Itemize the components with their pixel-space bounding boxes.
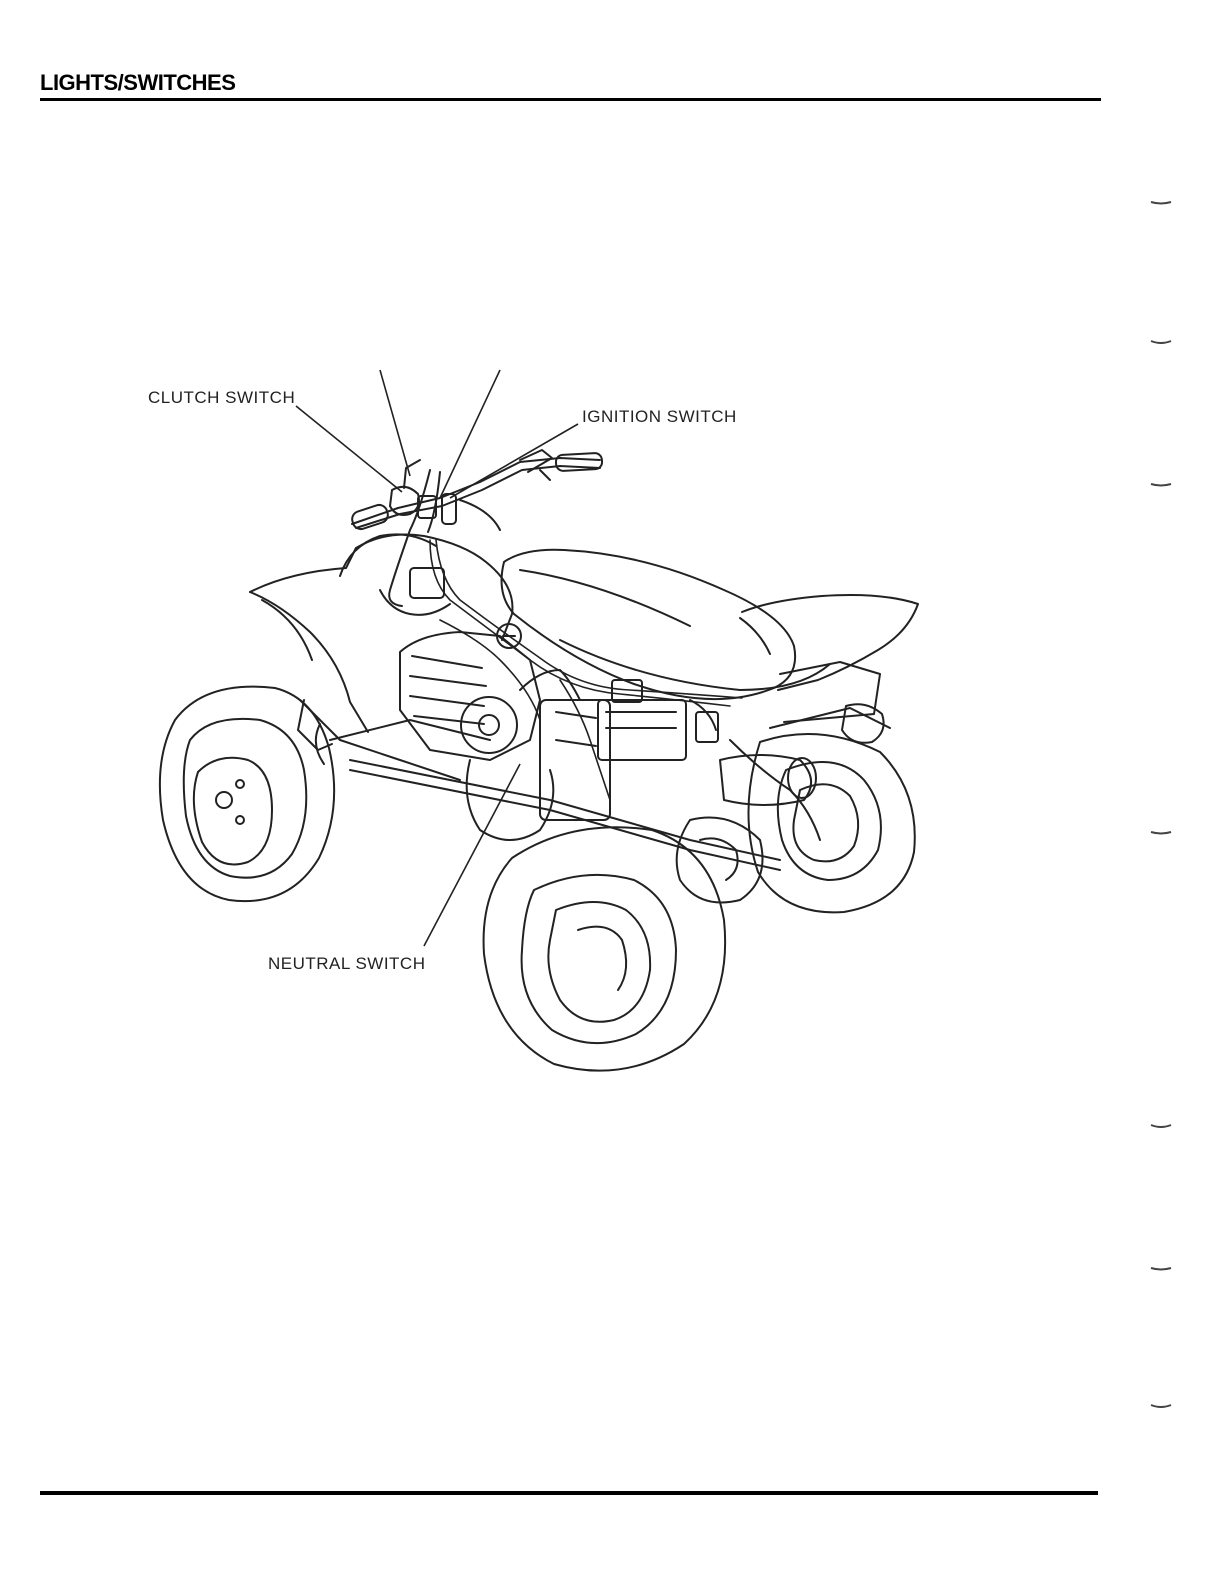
leader-left-top	[379, 369, 411, 477]
margin-tab-mark	[1150, 1124, 1172, 1128]
margin-tab-mark	[1150, 1267, 1172, 1271]
clutch-leader	[295, 405, 403, 493]
margin-tab-mark	[1150, 201, 1172, 205]
seat-and-tank	[500, 548, 831, 701]
rear-wheel-left	[482, 826, 727, 1072]
leader-lines	[295, 369, 579, 947]
ignition-switch-label: IGNITION SWITCH	[582, 407, 737, 426]
ignition-leader	[449, 423, 579, 499]
margin-tab-mark	[1150, 1404, 1172, 1408]
footer-rule	[40, 1491, 1098, 1495]
neutral-switch-label: NEUTRAL SWITCH	[268, 954, 426, 973]
page-title: LIGHTS/SWITCHES	[40, 70, 236, 95]
muffler	[719, 754, 817, 806]
front-wheel	[158, 685, 336, 902]
handlebar	[351, 449, 604, 607]
rear-axle	[675, 816, 764, 904]
header-rule	[40, 98, 1101, 101]
rear-fender	[741, 594, 919, 744]
margin-tab-mark	[1150, 483, 1172, 487]
neutral-leader	[423, 763, 521, 947]
margin-tab-mark	[1150, 831, 1172, 835]
margin-tab-mark	[1150, 340, 1172, 344]
leader-right-top	[439, 369, 501, 499]
frame	[297, 699, 891, 871]
rear-wheel-right	[747, 733, 916, 914]
clutch-switch-label: CLUTCH SWITCH	[148, 388, 296, 407]
wiring-harness	[429, 539, 743, 801]
